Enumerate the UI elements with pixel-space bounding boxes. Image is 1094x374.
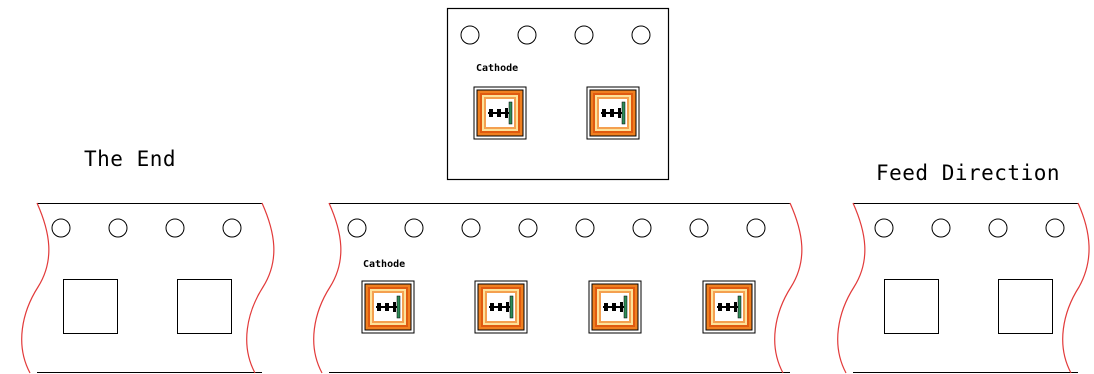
sprocket-hole xyxy=(347,218,367,238)
tape-torn-edge xyxy=(837,202,866,374)
sprocket-hole xyxy=(874,218,894,238)
cathode-label: Cathode xyxy=(476,63,519,74)
sprocket-hole xyxy=(1045,218,1065,238)
empty-pocket xyxy=(177,279,232,334)
tape-torn-edge xyxy=(21,202,50,374)
sprocket-hole xyxy=(746,218,766,238)
led-chip xyxy=(586,86,640,140)
sprocket-hole xyxy=(575,218,595,238)
sprocket-hole xyxy=(517,25,537,45)
tape-torn-edge xyxy=(1062,202,1090,374)
led-chip xyxy=(474,280,528,334)
sprocket-hole xyxy=(689,218,709,238)
empty-pocket xyxy=(63,279,118,334)
sprocket-hole xyxy=(51,218,71,238)
led-chip xyxy=(588,280,642,334)
the-end-label: The End xyxy=(84,147,177,171)
sprocket-hole xyxy=(461,218,481,238)
sprocket-hole xyxy=(222,218,242,238)
sprocket-hole xyxy=(165,218,185,238)
tape-segment-end xyxy=(21,202,275,374)
empty-pocket xyxy=(998,279,1053,334)
tape-torn-edge xyxy=(246,202,275,374)
sprocket-hole xyxy=(108,218,128,238)
led-chip xyxy=(473,86,527,140)
tape-segment-feed xyxy=(837,202,1090,374)
sprocket-hole xyxy=(931,218,951,238)
tape-torn-edge xyxy=(774,202,803,374)
cathode-label: Cathode xyxy=(363,259,406,270)
feed-direction-label: Feed Direction xyxy=(876,161,1061,185)
led-chip xyxy=(361,280,415,334)
empty-pocket xyxy=(884,279,939,334)
sprocket-hole xyxy=(460,25,480,45)
tape-segment-loaded xyxy=(313,202,803,374)
led-chip xyxy=(702,280,756,334)
tape-torn-edge xyxy=(313,202,342,374)
sprocket-hole xyxy=(988,218,1008,238)
sprocket-hole xyxy=(518,218,538,238)
sprocket-hole xyxy=(631,25,651,45)
sprocket-hole xyxy=(404,218,424,238)
sprocket-hole xyxy=(574,25,594,45)
detail-panel xyxy=(446,7,670,181)
sprocket-hole xyxy=(632,218,652,238)
